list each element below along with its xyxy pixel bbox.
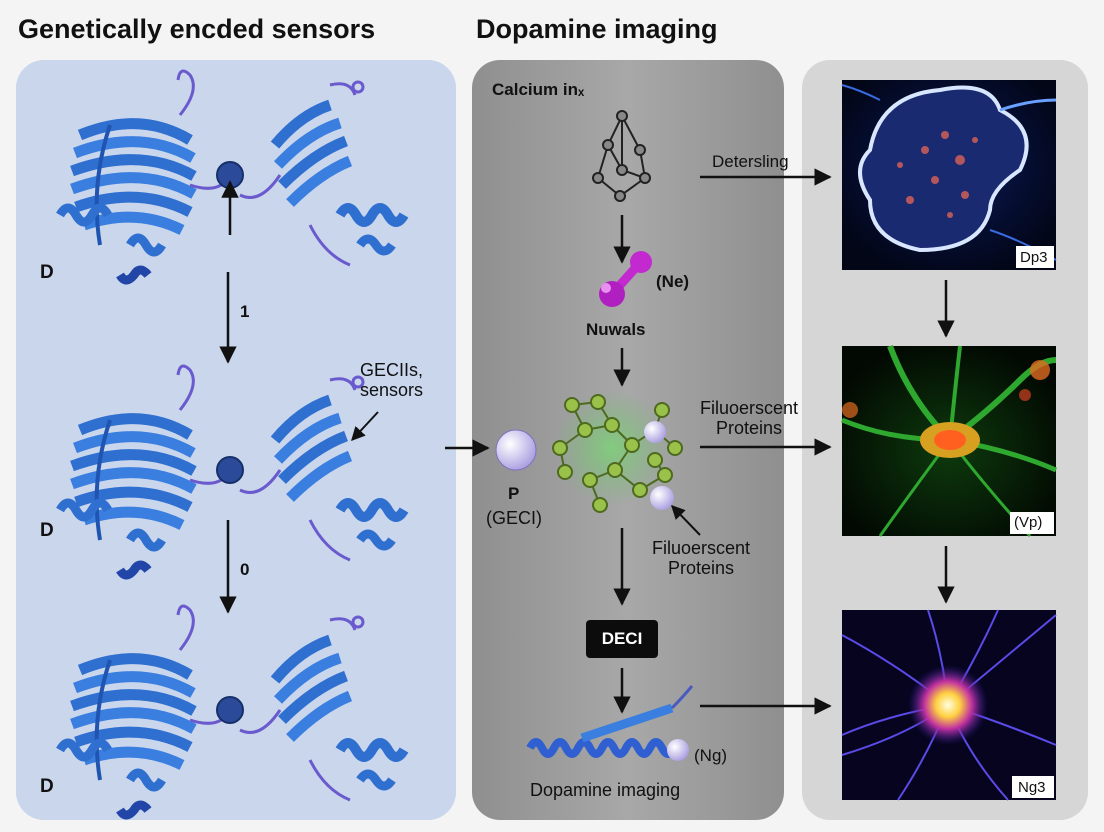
arrow-label-1: 1 — [240, 302, 250, 321]
row-label-1: D — [40, 262, 54, 283]
dopamine-imaging-label: Dopamine imaging — [530, 780, 681, 800]
ng-label: (Ng) — [694, 746, 728, 765]
geci-callout: GECIIs, sensors — [360, 360, 424, 400]
image-label-2: (Vp) — [1014, 514, 1043, 531]
geci-label: (GECI) — [486, 508, 542, 528]
left-title: Genetically encded sensors — [18, 14, 376, 44]
image-label-1: Dp3 — [1020, 249, 1048, 266]
calcium-label: Calcium inₓ — [492, 80, 585, 99]
ne-label: (Ne) — [656, 272, 690, 291]
image-1 — [841, 80, 1057, 270]
image-3 — [841, 609, 1057, 801]
fp-label-right: Filuoerscent Proteins — [700, 398, 799, 438]
arrow-label-2: 0 — [240, 560, 250, 579]
p-label: P — [508, 484, 520, 503]
row-label-3: D — [40, 776, 54, 797]
fp-label-inner: Filuoerscent Proteins — [652, 538, 751, 578]
detersling-label: Detersling — [712, 152, 789, 171]
middle-title: Dopamine imaging — [476, 14, 718, 44]
nuwals-label: Nuwals — [586, 320, 646, 339]
deci-box: DECI — [586, 620, 658, 658]
row-label-2: D — [40, 520, 54, 541]
image-label-3: Ng3 — [1018, 779, 1046, 796]
image-2 — [841, 344, 1057, 537]
